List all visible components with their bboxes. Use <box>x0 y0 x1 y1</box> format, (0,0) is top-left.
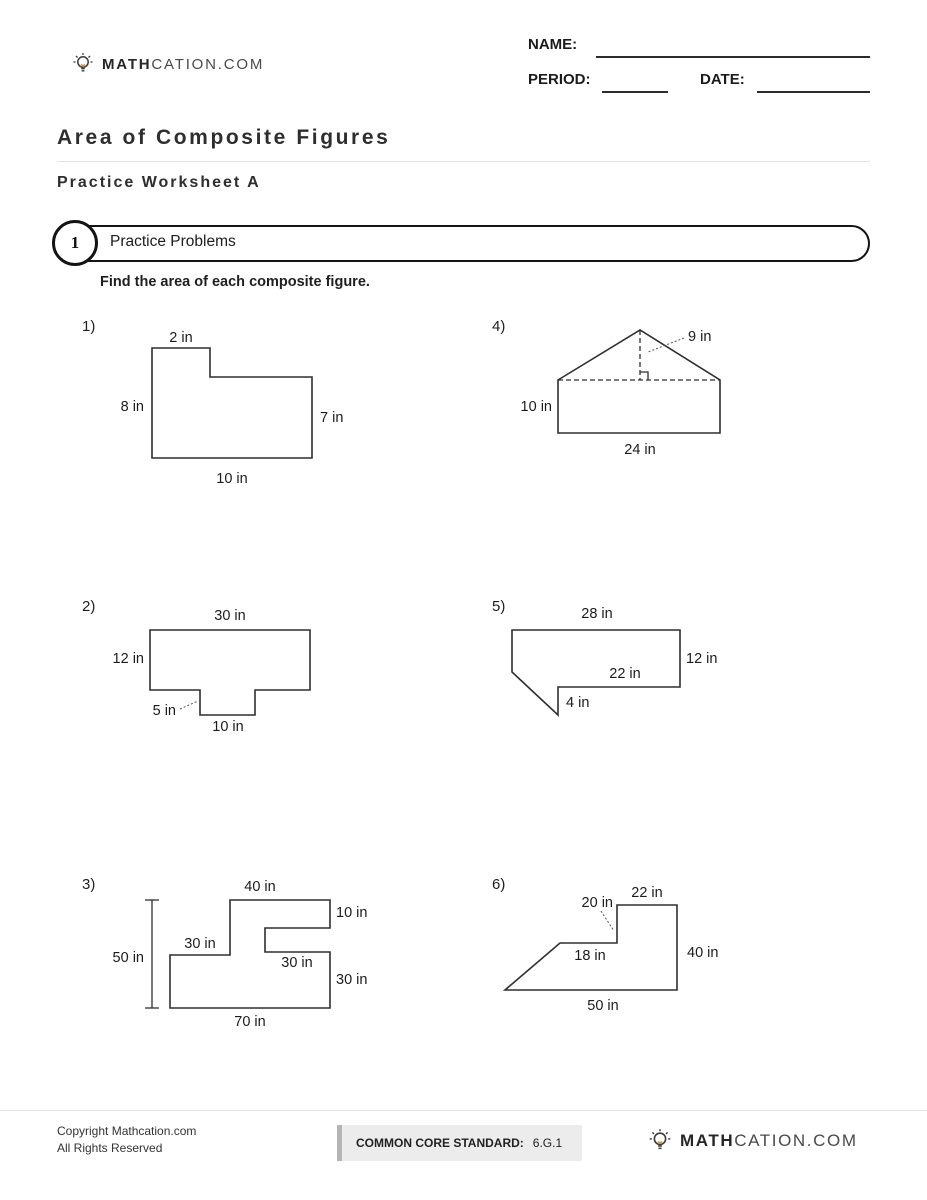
figure-3-top-label: 40 in <box>244 879 275 895</box>
problem-6-number: 6) <box>492 876 506 893</box>
figure-2-top-label: 30 in <box>214 608 245 624</box>
figure-1-top-label: 2 in <box>169 330 192 346</box>
standard-value: 6.G.1 <box>532 1136 563 1150</box>
figure-5-right-label: 12 in <box>686 651 717 667</box>
figure-3-right-upper-label: 10 in <box>336 905 367 921</box>
figure-2-leader-line <box>179 700 199 710</box>
figure-2-notch-width-label: 10 in <box>212 719 243 735</box>
figure-6-left-upper-label: 20 in <box>582 895 613 911</box>
figure-6-right-label: 40 in <box>687 945 718 961</box>
figure-5-inner-label: 22 in <box>609 666 640 682</box>
footer-logo: MATHCATION.COM <box>648 1128 858 1154</box>
figure-3-height-label: 50 in <box>113 950 144 966</box>
footer-divider <box>0 1110 927 1111</box>
figure-3: 40 in 10 in 30 in 30 in 30 in 70 in 50 i… <box>113 879 368 1030</box>
name-blank-line <box>596 38 870 58</box>
header-logo-text: MATHCATION.COM <box>102 56 264 73</box>
footer-logo-bold: MATH <box>680 1131 735 1150</box>
lightbulb-icon <box>73 53 93 72</box>
problem-3-number: 3) <box>82 876 96 893</box>
problem-4-number: 4) <box>492 318 506 335</box>
section-number-circle: 1 <box>52 220 98 266</box>
figure-6-top-label: 22 in <box>631 885 662 901</box>
title-divider <box>57 161 870 162</box>
figure-1-bottom-label: 10 in <box>216 471 247 487</box>
figure-6-shape <box>502 904 678 991</box>
figure-6-inner-label: 18 in <box>574 948 605 964</box>
figure-1-right-label: 7 in <box>320 410 343 426</box>
figure-3-shape <box>169 899 331 1009</box>
copyright-line-2: All Rights Reserved <box>57 1141 163 1156</box>
figure-3-bottom-label: 70 in <box>234 1014 265 1030</box>
figure-3-left-step-label: 30 in <box>184 936 215 952</box>
period-label: PERIOD: <box>528 71 591 88</box>
figure-3-right-lower-label: 30 in <box>336 972 367 988</box>
section-title: Practice Problems <box>110 233 236 250</box>
figure-6-leader-line <box>600 910 615 932</box>
figure-3-mid-step-label: 30 in <box>281 955 312 971</box>
figure-2-notch-depth-label: 5 in <box>153 703 176 719</box>
figure-5-shape <box>511 629 681 717</box>
worksheet-subtitle: Practice Worksheet A <box>57 174 261 191</box>
problem-5-number: 5) <box>492 598 506 615</box>
header-logo: MATHCATION.COM <box>72 52 264 76</box>
common-core-standard-box: COMMON CORE STANDARD: 6.G.1 <box>342 1125 582 1161</box>
instructions-text: Find the area of each composite figure. <box>100 274 370 290</box>
figure-4-right-angle-mark <box>640 371 649 380</box>
problem-2-number: 2) <box>82 598 96 615</box>
page-title: Area of Composite Figures <box>57 126 391 149</box>
figure-1-shape <box>151 347 313 459</box>
figure-2-shape <box>149 629 311 716</box>
figure-5-notch-label: 4 in <box>566 695 589 711</box>
footer-copyright: Copyright Mathcation.com All Rights Rese… <box>57 1123 196 1158</box>
copyright-line-1: Copyright Mathcation.com <box>57 1124 197 1138</box>
figure-4-shape <box>557 329 721 434</box>
figure-1-left-label: 8 in <box>121 399 144 415</box>
lightbulb-icon <box>649 1129 671 1150</box>
date-label: DATE: <box>700 71 745 88</box>
figure-4-bottom-label: 24 in <box>624 442 655 458</box>
figure-5: 28 in 12 in 22 in 4 in <box>511 606 717 717</box>
header-logo-rest: CATION.COM <box>151 55 265 73</box>
figure-2-left-label: 12 in <box>113 651 144 667</box>
figure-1: 2 in 8 in 7 in 10 in <box>121 330 344 487</box>
figure-4-leader-line <box>647 337 685 353</box>
figure-6-bottom-label: 50 in <box>587 998 618 1014</box>
footer-logo-rest: CATION.COM <box>734 1131 858 1150</box>
name-label: NAME: <box>528 36 578 53</box>
figure-2: 30 in 12 in 5 in 10 in <box>113 608 311 735</box>
problem-1-number: 1) <box>82 318 96 335</box>
period-blank-line <box>602 73 668 93</box>
figure-4: 9 in 10 in 24 in <box>521 329 721 458</box>
footer-logo-text: MATHCATION.COM <box>680 1131 858 1151</box>
figure-5-top-label: 28 in <box>581 606 612 622</box>
standard-box-accent-bar <box>337 1125 342 1161</box>
figure-4-height-label: 9 in <box>688 329 711 345</box>
standard-label: COMMON CORE STANDARD: <box>356 1136 524 1150</box>
header-logo-bold: MATH <box>102 55 152 73</box>
figure-6: 22 in 20 in 18 in 40 in 50 in <box>502 885 718 1014</box>
section-number: 1 <box>70 233 80 252</box>
section-banner <box>57 225 870 262</box>
figure-4-left-label: 10 in <box>521 399 552 415</box>
date-blank-line <box>757 73 870 93</box>
